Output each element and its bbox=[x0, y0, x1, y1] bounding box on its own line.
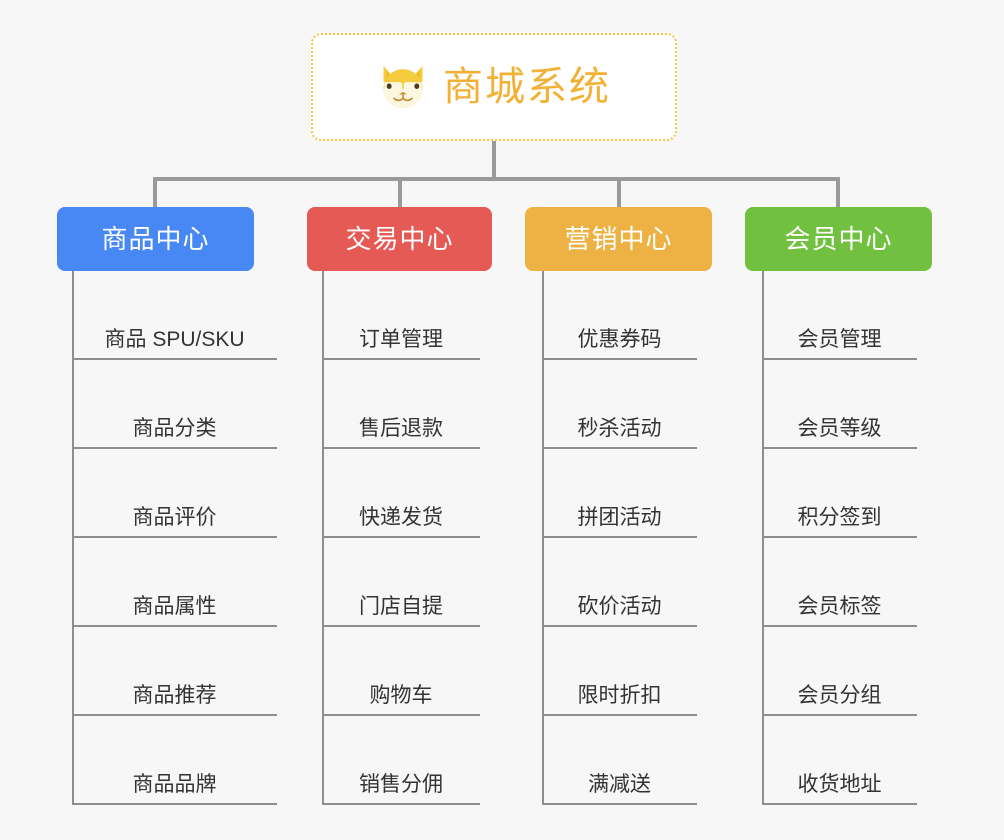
branch-label: 会员中心 bbox=[784, 224, 893, 254]
connector-drop-4 bbox=[836, 177, 840, 209]
branch-box-1[interactable]: 商品中心 bbox=[57, 207, 254, 271]
leaf-trunk-line bbox=[762, 271, 764, 805]
root-node[interactable]: 商城系统 bbox=[311, 33, 677, 141]
leaf-item-label: 门店自提 bbox=[359, 595, 443, 618]
leaf-item[interactable]: 秒杀活动 bbox=[542, 360, 697, 449]
leaf-item[interactable]: 满减送 bbox=[542, 716, 697, 805]
branch-box-2[interactable]: 交易中心 bbox=[307, 207, 492, 271]
leaf-item[interactable]: 商品 SPU/SKU bbox=[72, 271, 277, 360]
branch-label: 商品中心 bbox=[101, 224, 210, 254]
leaf-item-label: 售后退款 bbox=[359, 417, 443, 440]
leaf-column-4: 会员管理会员等级积分签到会员标签会员分组收货地址 bbox=[762, 271, 917, 805]
leaf-item-label: 快递发货 bbox=[359, 506, 443, 529]
leaf-item[interactable]: 销售分佣 bbox=[322, 716, 480, 805]
leaf-item-label: 优惠券码 bbox=[577, 328, 662, 351]
leaf-column-3: 优惠券码秒杀活动拼团活动砍价活动限时折扣满减送 bbox=[542, 271, 697, 805]
leaf-item[interactable]: 售后退款 bbox=[322, 360, 480, 449]
leaf-item-label: 商品评价 bbox=[132, 506, 217, 529]
leaf-item-label: 商品推荐 bbox=[132, 684, 217, 707]
branch-box-3[interactable]: 营销中心 bbox=[525, 207, 712, 271]
branch-label: 交易中心 bbox=[345, 224, 454, 254]
leaf-column-1: 商品 SPU/SKU 商品分类商品评价商品属性商品推荐商品品牌 bbox=[72, 271, 277, 805]
connector-drop-1 bbox=[153, 177, 157, 209]
leaf-item-label: 砍价活动 bbox=[577, 595, 662, 618]
leaf-item[interactable]: 门店自提 bbox=[322, 538, 480, 627]
leaf-item-label: 购物车 bbox=[369, 684, 433, 707]
leaf-item[interactable]: 砍价活动 bbox=[542, 538, 697, 627]
leaf-item[interactable]: 商品评价 bbox=[72, 449, 277, 538]
connector-root-stem bbox=[492, 141, 496, 179]
leaf-item[interactable]: 优惠券码 bbox=[542, 271, 697, 360]
leaf-item-label: 限时折扣 bbox=[577, 684, 662, 707]
leaf-trunk-line bbox=[72, 271, 74, 805]
connector-drop-2 bbox=[398, 177, 402, 209]
leaf-item[interactable]: 订单管理 bbox=[322, 271, 480, 360]
leaf-item-label: 商品品牌 bbox=[132, 773, 217, 796]
leaf-item-label: 收货地址 bbox=[797, 773, 882, 796]
connector-drop-3 bbox=[617, 177, 621, 209]
branch-label: 营销中心 bbox=[564, 224, 673, 254]
leaf-item[interactable]: 会员分组 bbox=[762, 627, 917, 716]
leaf-item[interactable]: 会员标签 bbox=[762, 538, 917, 627]
leaf-item-label: 积分签到 bbox=[797, 506, 882, 529]
leaf-column-2: 订单管理售后退款快递发货门店自提购物车销售分佣 bbox=[322, 271, 480, 805]
leaf-item-label: 会员管理 bbox=[797, 328, 882, 351]
leaf-item[interactable]: 限时折扣 bbox=[542, 627, 697, 716]
leaf-trunk-line bbox=[542, 271, 544, 805]
leaf-item-label: 拼团活动 bbox=[577, 506, 662, 529]
connector-bus bbox=[153, 177, 839, 181]
leaf-item-label: 销售分佣 bbox=[359, 773, 443, 796]
leaf-item[interactable]: 商品属性 bbox=[72, 538, 277, 627]
leaf-item[interactable]: 拼团活动 bbox=[542, 449, 697, 538]
leaf-item-label: 会员分组 bbox=[797, 684, 882, 707]
leaf-item[interactable]: 收货地址 bbox=[762, 716, 917, 805]
leaf-item[interactable]: 会员等级 bbox=[762, 360, 917, 449]
leaf-item-label: 满减送 bbox=[588, 773, 651, 796]
leaf-item[interactable]: 快递发货 bbox=[322, 449, 480, 538]
leaf-item[interactable]: 商品品牌 bbox=[72, 716, 277, 805]
leaf-item-label: 商品 SPU/SKU bbox=[104, 328, 245, 351]
leaf-item[interactable]: 商品分类 bbox=[72, 360, 277, 449]
branch-box-4[interactable]: 会员中心 bbox=[745, 207, 932, 271]
leaf-trunk-line bbox=[322, 271, 324, 805]
leaf-item[interactable]: 商品推荐 bbox=[72, 627, 277, 716]
leaf-item-label: 会员标签 bbox=[797, 595, 882, 618]
leaf-item-label: 商品属性 bbox=[132, 595, 217, 618]
shiba-dog-icon bbox=[383, 65, 423, 109]
leaf-item-label: 会员等级 bbox=[797, 417, 882, 440]
leaf-item-label: 订单管理 bbox=[359, 328, 443, 351]
leaf-item[interactable]: 积分签到 bbox=[762, 449, 917, 538]
leaf-item-label: 商品分类 bbox=[132, 417, 217, 440]
leaf-item-label: 秒杀活动 bbox=[577, 417, 662, 440]
leaf-item[interactable]: 会员管理 bbox=[762, 271, 917, 360]
root-title: 商城系统 bbox=[443, 65, 611, 109]
leaf-item[interactable]: 购物车 bbox=[322, 627, 480, 716]
